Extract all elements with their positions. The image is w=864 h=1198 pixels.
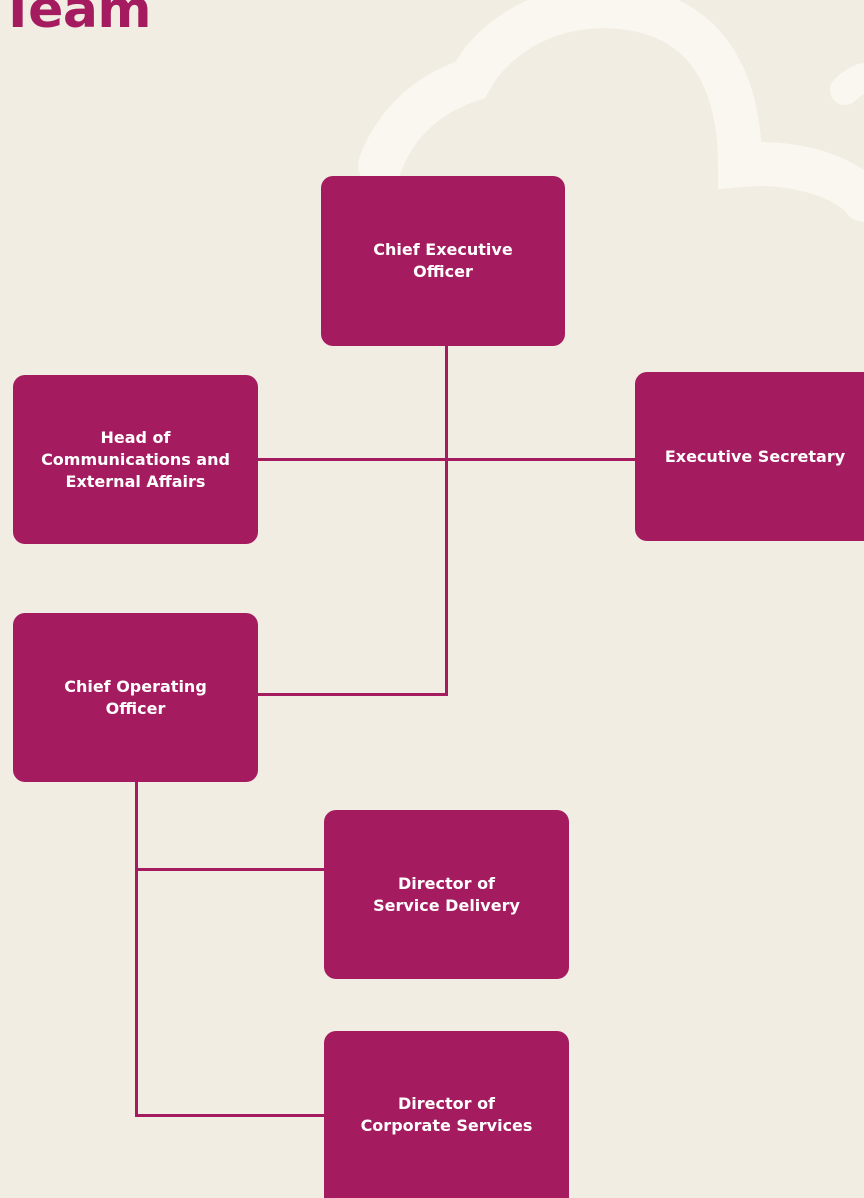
- org-box-label: Communications and: [41, 449, 230, 469]
- org-box-label: Executive Secretary: [664, 446, 846, 466]
- org-box-director-of-corporate-services: Director of Corporate Services: [324, 1031, 569, 1198]
- org-box-director-of-service-delivery: Director of Service Delivery: [324, 810, 569, 979]
- org-box-label: Officer: [413, 262, 473, 281]
- org-box-chief-executive-officer: Chief Executive Officer: [321, 176, 565, 346]
- org-box-executive-secretary: Executive Secretary: [635, 372, 864, 541]
- connector-corporate-services-horizontal: [135, 1114, 325, 1117]
- org-box-label: Chief Executive: [373, 240, 513, 259]
- org-box-label: Officer: [105, 698, 166, 718]
- org-box-label: Head of: [100, 427, 171, 447]
- org-box-label: Director of: [397, 873, 496, 893]
- org-box-label: Service Delivery: [373, 895, 520, 915]
- page-title: Team: [0, 0, 152, 40]
- org-box-label: Corporate Services: [360, 1115, 533, 1135]
- connector-service-delivery-horizontal: [135, 868, 325, 871]
- org-box-label: Director of: [397, 1093, 496, 1113]
- org-box-head-of-communications: Head of Communications and External Affa…: [13, 375, 258, 544]
- org-box-chief-operating-officer: Chief Operating Officer: [13, 613, 258, 782]
- connector-coo-horizontal: [257, 693, 448, 696]
- connector-coo-vertical: [135, 780, 138, 1117]
- org-box-label: Chief Operating: [64, 676, 207, 696]
- org-box-label: External Affairs: [65, 471, 206, 491]
- connector-ceo-vertical: [445, 344, 448, 696]
- connector-comms-secretary-horizontal: [257, 458, 635, 461]
